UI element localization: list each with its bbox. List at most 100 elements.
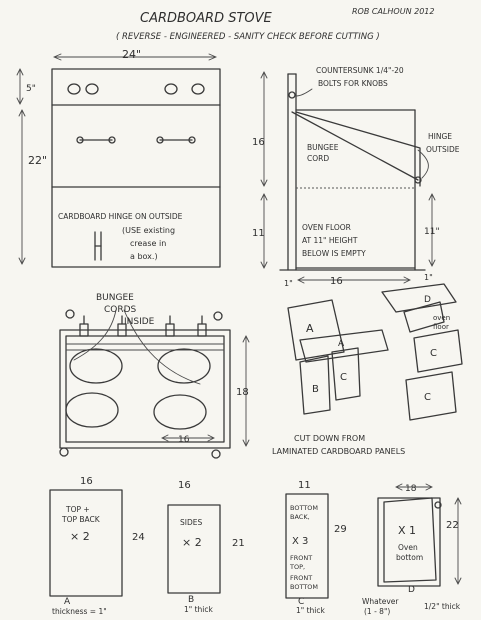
hinge-icon — [94, 231, 102, 261]
lower-height-label: 11 — [252, 228, 265, 239]
whatever-note: Whatever — [362, 597, 399, 606]
piece-c-bottom — [405, 371, 457, 421]
depth-label: 18 — [236, 387, 249, 398]
panel-width-label: 18 — [405, 484, 417, 494]
panel-thickness: 1/2" thick — [424, 602, 461, 611]
burner-icon — [157, 348, 211, 384]
bolt-icon — [288, 91, 296, 99]
bungee-leader-arrow — [123, 309, 201, 385]
panel-label: BOTTOM — [290, 504, 318, 512]
panel-thickness: 1" thick — [184, 605, 214, 614]
oven-floor-piece — [403, 301, 445, 333]
exploded-caption: CUT DOWN FROM — [294, 434, 365, 443]
panel-d-outline — [377, 497, 441, 587]
panel-letter: D — [408, 585, 415, 595]
panel-letter: B — [188, 595, 194, 605]
piece-letter: A — [306, 322, 314, 335]
panel-d: 18 X 1 Oven bottom 22 D Whatever (1 - 8"… — [362, 483, 462, 616]
panel-label: bottom — [396, 553, 423, 562]
inner-width-label: 16 — [178, 435, 190, 445]
panel-label: TOP + — [65, 505, 90, 514]
piece-letter: C — [424, 392, 431, 403]
panel-a-outline — [49, 489, 123, 597]
top-height-label: 5" — [26, 84, 36, 94]
panel-count: × 2 — [182, 536, 202, 549]
panel-height-label: 29 — [334, 524, 347, 535]
burner-icon — [65, 392, 119, 428]
bungee-note: CORDS — [104, 305, 137, 315]
bungee-note: BUNGEE — [307, 143, 339, 152]
width-dimension — [53, 53, 217, 61]
oven-floor-label: floor — [433, 323, 449, 331]
panel-label: FRONT — [290, 554, 312, 562]
panel-label: TOP BACK — [61, 515, 101, 524]
piece-b-side — [299, 355, 331, 415]
foot-icon — [59, 447, 69, 457]
panel-label: TOP, — [289, 563, 305, 571]
whatever-note: (1 - 8") — [364, 607, 390, 616]
author: ROB CALHOUN 2012 — [352, 7, 434, 16]
bolt-icon — [117, 315, 127, 337]
panel-d-inner — [383, 497, 437, 583]
panel-thickness: thickness = 1" — [52, 607, 107, 616]
oven-floor-note: BELOW IS EMPTY — [302, 249, 366, 258]
bolt-icon — [434, 501, 442, 509]
panel-b-outline — [167, 504, 221, 594]
hinge-note: HINGE — [428, 132, 452, 141]
bolt-leader-arrow — [295, 88, 313, 97]
front-view: CARDBOARD HINGE ON OUTSIDE (USE existing… — [16, 48, 221, 268]
exploded-view: A A B C C C D oven floor CUT DOWN FROM L… — [272, 283, 463, 456]
panel-count: X 3 — [292, 536, 308, 547]
panel-label: FRONT — [290, 574, 312, 582]
title: CARDBOARD STOVE — [140, 11, 273, 26]
piece-d-floor — [381, 283, 457, 313]
oven-floor-label: oven — [433, 314, 450, 322]
hinge-note: a box.) — [130, 252, 158, 261]
door-handle-icon — [156, 136, 196, 144]
panel-count: X 1 — [398, 524, 416, 537]
bungee-leader-arrow — [73, 309, 117, 361]
right-height-label: 11" — [424, 227, 440, 237]
piece-letter: C — [340, 372, 347, 383]
hinge-note: CARDBOARD HINGE ON OUTSIDE — [58, 212, 183, 221]
top-view: BUNGEE CORDS INSIDE 18 16 — [59, 293, 250, 459]
upper-height-label: 16 — [252, 137, 265, 148]
exploded-caption: LAMINATED CARDBOARD PANELS — [272, 447, 405, 456]
piece-letter: C — [430, 348, 437, 359]
hinge-icon — [414, 176, 422, 184]
top-outer-outline — [59, 329, 231, 449]
front-outline — [51, 68, 221, 268]
top-inner-outline — [65, 335, 225, 443]
hinge-note: OUTSIDE — [426, 145, 460, 154]
right-foot-label: 1" — [424, 273, 433, 282]
panel-label: SIDES — [180, 518, 202, 527]
foot-icon — [211, 449, 221, 459]
panel-letter: A — [64, 597, 71, 607]
bottom-width-label: 16 — [330, 276, 343, 287]
panel-height-label: 22 — [446, 520, 459, 531]
panel-width-label: 16 — [80, 476, 93, 487]
width-label: 24" — [122, 48, 141, 61]
piece-letter: D — [424, 295, 431, 305]
knob-icon — [85, 83, 99, 95]
panel-width-label: 11 — [298, 480, 311, 491]
hook-icon — [213, 311, 223, 321]
panel-count: × 2 — [70, 530, 90, 543]
bolts-note: COUNTERSUNK 1/4"-20 — [316, 66, 404, 75]
panel-height-label: 21 — [232, 538, 245, 549]
side-lid-open — [295, 111, 421, 187]
burner-icon — [69, 348, 123, 384]
panel-c-outline — [285, 493, 329, 599]
piece-c-top — [413, 329, 463, 373]
piece-c-front — [331, 347, 361, 401]
bolts-note: BOLTS FOR KNOBS — [318, 79, 388, 88]
hinge-note: crease in — [130, 239, 166, 248]
bolt-icon — [197, 315, 207, 337]
side-view: COUNTERSUNK 1/4"-20 BOLTS FOR KNOBS BUNG… — [252, 66, 460, 288]
bottom-height-label: 22" — [28, 154, 47, 167]
oven-floor-note: OVEN FLOOR — [302, 223, 351, 232]
piece-letter: B — [312, 384, 319, 395]
panel-c: 11 BOTTOM BACK, X 3 FRONT TOP, FRONT BOT… — [285, 480, 347, 615]
